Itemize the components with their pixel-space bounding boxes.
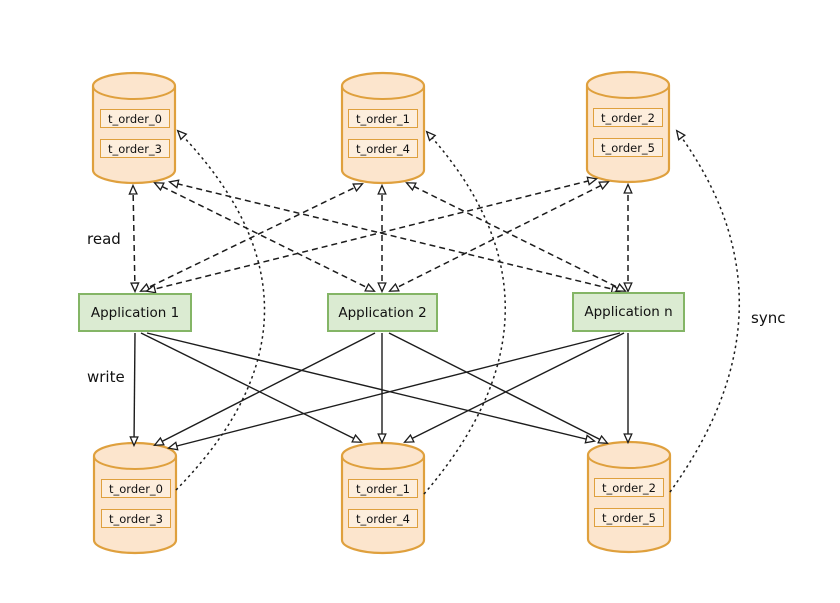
sync-arrow [423, 130, 506, 495]
table-label: t_order_1 [348, 109, 418, 128]
sync-arrows [175, 129, 741, 495]
table-label: t_order_0 [100, 109, 170, 128]
app-node-n: Application n [572, 292, 685, 332]
table-label: t_order_3 [100, 139, 170, 158]
sync-edge-label: sync [751, 309, 786, 327]
read-arrow [405, 182, 627, 292]
table-label: t_order_2 [593, 108, 663, 127]
write-db-cylinder-1 [92, 441, 178, 555]
read-db-cylinder-1 [91, 71, 177, 185]
read-arrow [388, 181, 610, 292]
write-arrows [129, 332, 633, 451]
read-arrow [144, 176, 599, 294]
read-arrow [153, 182, 376, 292]
table-label: t_order_1 [348, 479, 418, 498]
write-arrow [129, 332, 139, 448]
table-label: t_order_4 [348, 139, 418, 158]
write-arrow [403, 332, 625, 443]
app-node-2: Application 2 [327, 293, 438, 332]
write-edge-label: write [87, 368, 125, 386]
read-arrows [128, 176, 633, 294]
write-arrow [166, 332, 621, 451]
table-label: t_order_2 [594, 478, 664, 497]
read-db-cylinder-2 [340, 71, 426, 185]
sync-arrow [669, 129, 741, 493]
read-arrow [139, 183, 364, 292]
write-arrow [153, 332, 376, 446]
write-arrow [140, 332, 363, 443]
write-db-cylinder-2 [340, 441, 426, 555]
table-label: t_order_5 [594, 508, 664, 527]
write-db-cylinder-3 [586, 440, 672, 554]
table-label: t_order_5 [593, 138, 663, 157]
read-arrow [128, 183, 140, 294]
table-label: t_order_3 [101, 509, 171, 528]
table-label: t_order_4 [348, 509, 418, 528]
write-arrow [146, 332, 597, 444]
table-label: t_order_0 [101, 479, 171, 498]
read-arrow [167, 179, 623, 294]
write-arrow [388, 332, 609, 444]
read-edge-label: read [87, 230, 121, 248]
read-db-cylinder-3 [585, 70, 671, 184]
app-node-1: Application 1 [78, 293, 192, 332]
